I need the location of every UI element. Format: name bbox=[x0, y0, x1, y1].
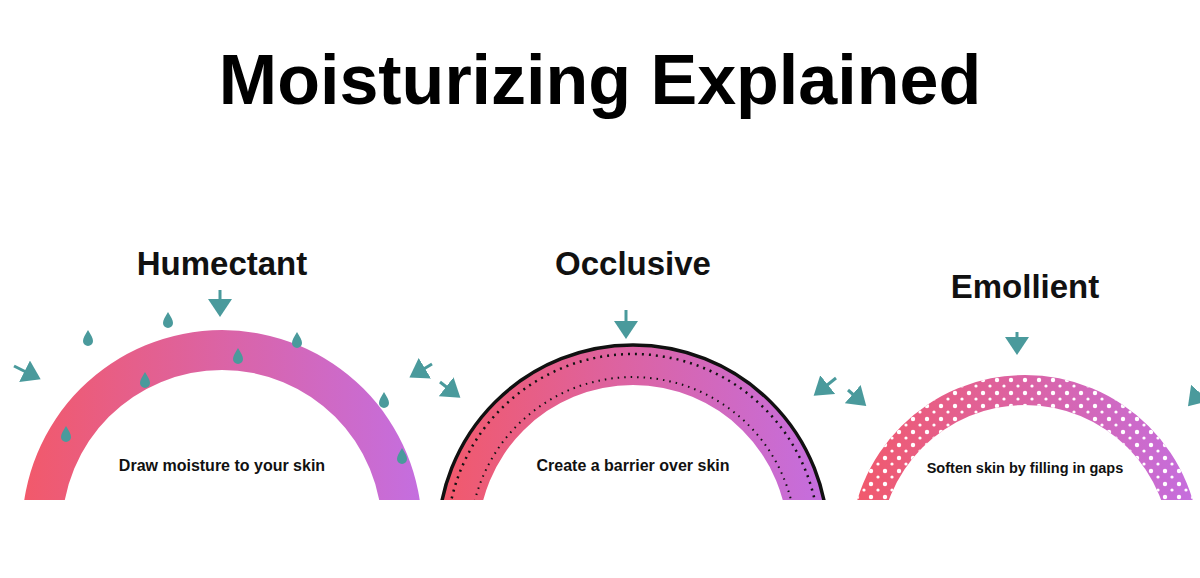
arc-description: Draw moisture to your skin bbox=[22, 456, 422, 475]
moisturizer-arc-node: OcclusiveCreate a barrier over skin bbox=[438, 245, 828, 500]
occlusive-arc bbox=[438, 345, 828, 500]
emollient-gaps bbox=[850, 375, 1200, 500]
arc-description: Create a barrier over skin bbox=[438, 456, 828, 475]
barrier-dots bbox=[470, 377, 796, 500]
arc-heading: Emollient bbox=[850, 268, 1200, 306]
arc-heading: Occlusive bbox=[438, 245, 828, 283]
humectant-arc bbox=[22, 330, 422, 500]
arc-description: Soften skin by filling in gaps bbox=[850, 460, 1200, 477]
diagram-title: Moisturizing Explained bbox=[0, 42, 1200, 119]
flow-arrows bbox=[14, 290, 1199, 404]
moisturizer-arc-node: HumectantDraw moisture to your skin bbox=[22, 245, 422, 500]
barrier-dots bbox=[447, 354, 819, 500]
water-droplets bbox=[61, 312, 407, 464]
arc-heading: Humectant bbox=[22, 245, 422, 283]
moisturizer-arc-node: EmollientSoften skin by filling in gaps bbox=[850, 268, 1200, 500]
emollient-arc bbox=[850, 375, 1200, 500]
barrier-line bbox=[438, 345, 828, 500]
